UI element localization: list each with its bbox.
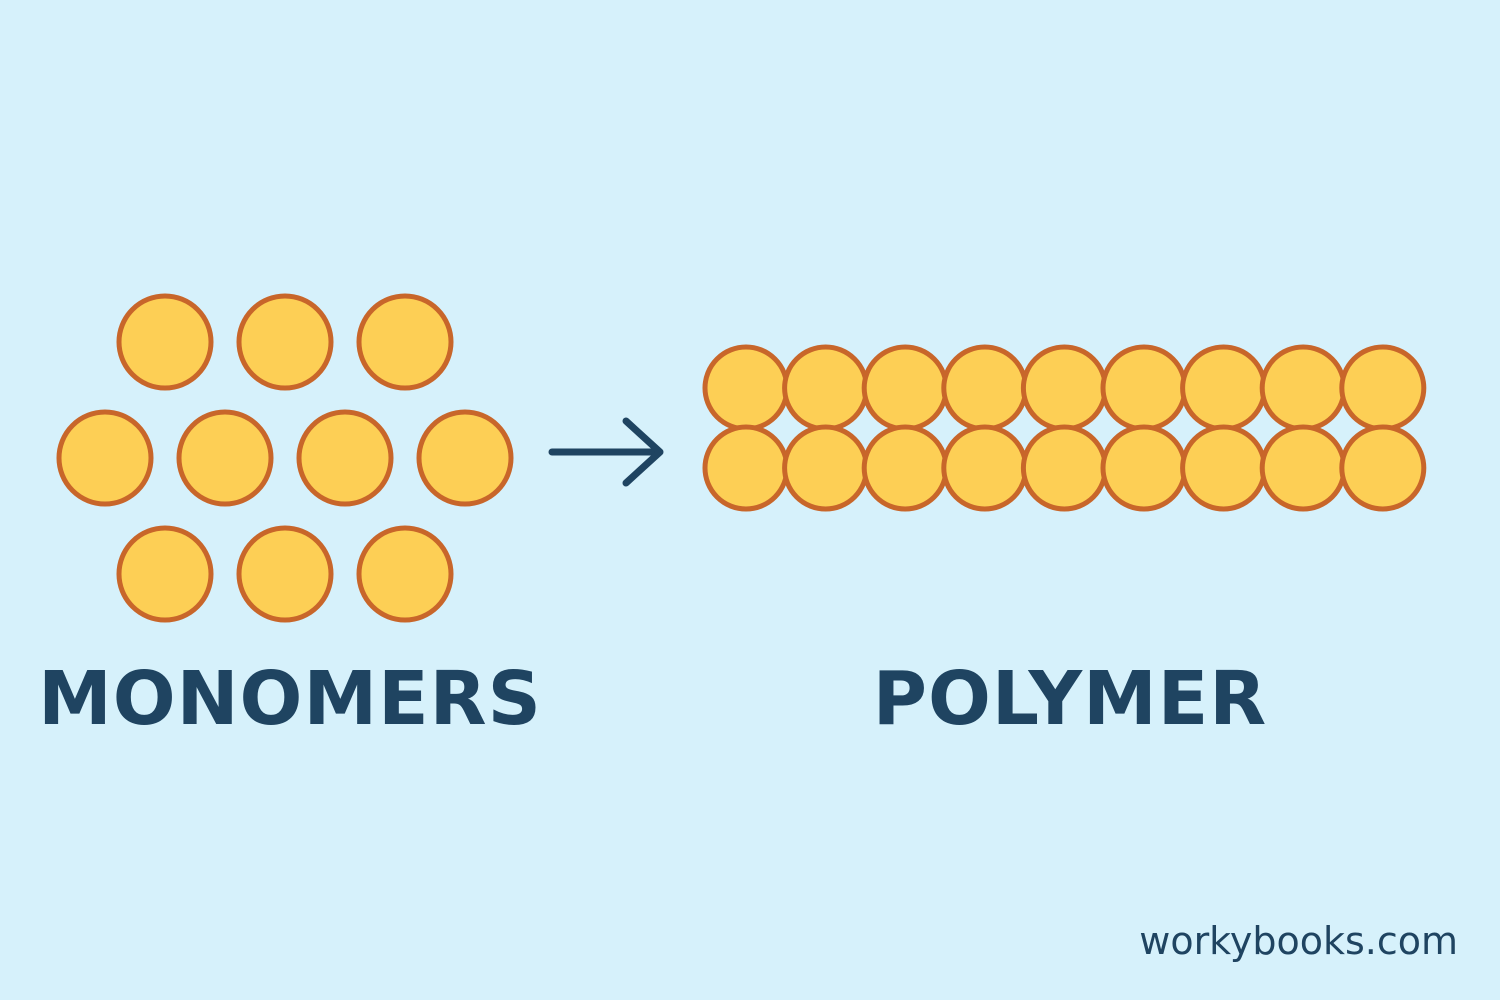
brand-watermark: workybooks.com [1139, 919, 1458, 963]
monomer-bead [356, 293, 454, 391]
polymer-bead [1259, 344, 1347, 432]
polymer-bead [941, 344, 1029, 432]
monomer-bead [356, 525, 454, 623]
monomer-group [56, 293, 514, 623]
monomer-bead [416, 409, 514, 507]
polymer-bead [1339, 344, 1427, 432]
polymer-bead [702, 344, 790, 432]
polymer-bead [1339, 424, 1427, 512]
arrow-icon [548, 417, 664, 487]
polymer-bead [1180, 424, 1268, 512]
polymer-bead [861, 344, 949, 432]
monomers-label: MONOMERS [38, 656, 542, 742]
monomer-bead [116, 525, 214, 623]
monomer-bead [296, 409, 394, 507]
polymer-bead [702, 424, 790, 512]
polymer-bead [861, 424, 949, 512]
polymer-bead [1020, 424, 1108, 512]
monomer-bead [56, 409, 154, 507]
polymer-bead [1259, 424, 1347, 512]
polymer-bead [1100, 344, 1188, 432]
monomer-bead [236, 293, 334, 391]
polymer-bead [1100, 424, 1188, 512]
polymer-label: POLYMER [872, 656, 1268, 742]
monomer-bead [116, 293, 214, 391]
polymer-bead [1020, 344, 1108, 432]
polymer-bead [782, 424, 870, 512]
polymer-bead [782, 344, 870, 432]
polymer-chain [702, 344, 1427, 512]
monomer-bead [176, 409, 274, 507]
monomer-bead [236, 525, 334, 623]
polymer-bead [941, 424, 1029, 512]
polymer-bead [1180, 344, 1268, 432]
